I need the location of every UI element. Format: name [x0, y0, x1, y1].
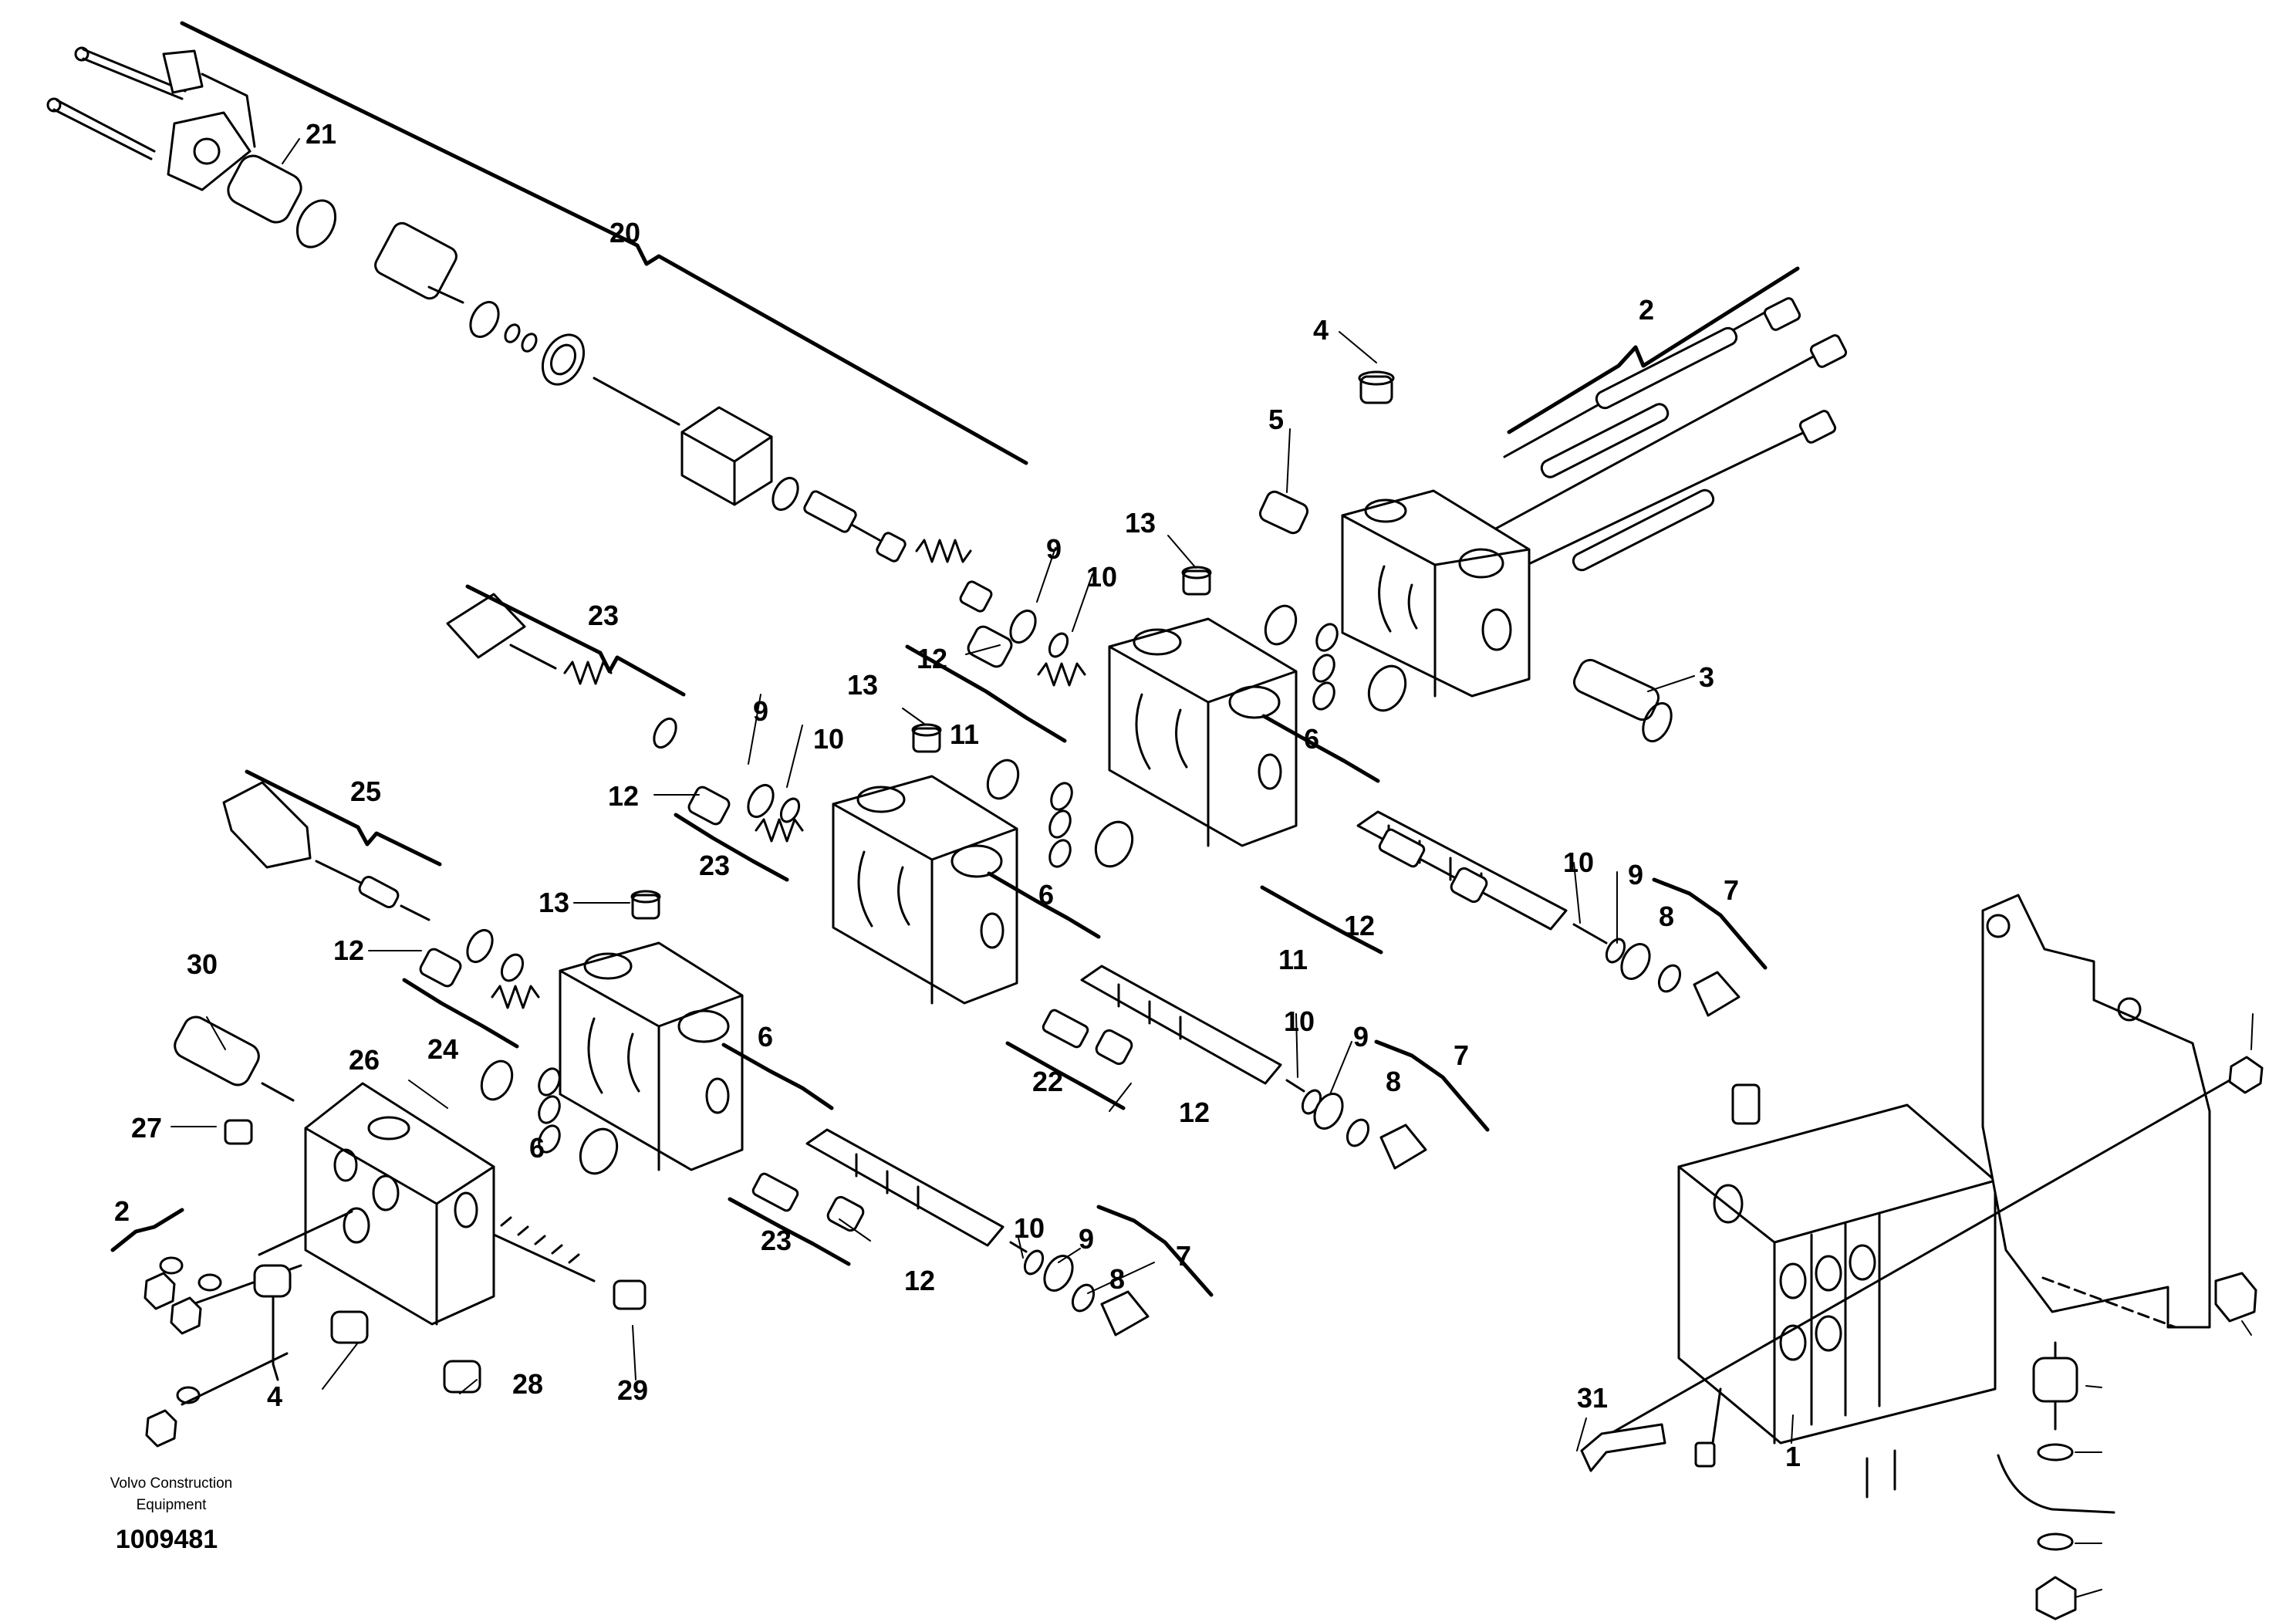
- callout-4-left: 4: [267, 1380, 282, 1412]
- solenoid-group-15: [46, 46, 1069, 658]
- callout-12-low: 12: [333, 934, 364, 966]
- callout-9-mid2: 9: [1353, 1021, 1369, 1053]
- callout-16: 22: [1032, 1066, 1063, 1097]
- company-name-line1: Volvo Construction: [110, 1475, 232, 1492]
- callout-21: 25: [350, 776, 381, 807]
- callout-11-right: 11: [1278, 944, 1308, 975]
- callout-6-mid2: 6: [758, 1021, 773, 1053]
- callout-20: 24: [427, 1033, 458, 1065]
- callout-10-mid2: 10: [1284, 1005, 1315, 1037]
- callout-23-left: 27: [131, 1112, 162, 1144]
- callout-23-right: 29: [617, 1374, 648, 1406]
- callout-5: 5: [1268, 404, 1284, 435]
- callout-23-bottom: 28: [512, 1368, 543, 1400]
- drawing-number: 1009481: [116, 1525, 218, 1554]
- callout-14: 20: [609, 217, 640, 248]
- callout-12-mid: 12: [608, 780, 639, 812]
- valve-section-middle: [446, 593, 1427, 1170]
- callout-10-low: 10: [1014, 1212, 1045, 1244]
- callout-12-top: 12: [917, 643, 947, 674]
- callout-25: 31: [1577, 1382, 1608, 1414]
- callout-9-top: 9: [1046, 533, 1062, 565]
- callout-11-mid: 11: [950, 718, 979, 750]
- callout-6-mid: 6: [1038, 879, 1054, 911]
- callout-10-right: 10: [1563, 846, 1594, 878]
- callout-2-top: 2: [1639, 294, 1654, 326]
- callout-6-low: 6: [529, 1132, 545, 1164]
- callout-18: 23: [588, 600, 619, 631]
- callout-7-mid: 7: [1454, 1039, 1469, 1071]
- end-section-left: [144, 1015, 647, 1448]
- callouts: 21 20 2 4 5 3 13 9 10 12 23 13 11 9 10 1…: [114, 118, 1801, 1472]
- callout-1: 1: [1785, 1441, 1801, 1472]
- callout-24: 30: [187, 948, 218, 980]
- callout-8-top: 8: [1659, 901, 1674, 932]
- valve-section-lower: [222, 781, 1150, 1336]
- callout-6-top: 6: [1304, 723, 1319, 755]
- callout-8-mid: 8: [1386, 1066, 1401, 1097]
- leader-lines: [171, 138, 2254, 1598]
- mounting-bracket-27: [1580, 894, 2264, 1620]
- callout-19: 23: [761, 1225, 792, 1256]
- group-braces: [110, 21, 1800, 1381]
- callout-10-top: 10: [1086, 561, 1117, 593]
- callout-13-low: 13: [539, 887, 569, 918]
- callout-17: 23: [699, 850, 730, 881]
- callout-8-low: 8: [1109, 1263, 1125, 1295]
- callout-13-mid: 13: [847, 669, 878, 701]
- callout-9-right: 9: [1628, 859, 1643, 890]
- valve-section-upper: [967, 566, 1741, 1017]
- callout-22: 26: [349, 1044, 380, 1076]
- callout-12-right: 12: [1344, 910, 1375, 941]
- callout-13-top: 13: [1125, 507, 1156, 539]
- callout-7-top: 7: [1724, 874, 1739, 906]
- callout-3: 3: [1699, 661, 1714, 693]
- callout-12-mid2: 12: [1179, 1097, 1210, 1128]
- assembled-valve: [1677, 1083, 1997, 1499]
- callout-2-left: 2: [114, 1195, 130, 1227]
- callout-4-top: 4: [1313, 314, 1329, 346]
- callout-10-mid: 10: [813, 723, 844, 755]
- company-name-line2: Equipment: [137, 1497, 208, 1513]
- callout-9-low: 9: [1079, 1223, 1094, 1255]
- callout-12-low2: 12: [904, 1265, 935, 1296]
- end-section-right: [1258, 297, 1848, 743]
- callout-15: 21: [306, 118, 336, 150]
- callout-9-mid: 9: [753, 695, 768, 727]
- drawing-footer: Volvo Construction Equipment 1009481: [110, 1475, 232, 1554]
- callout-7-low: 7: [1176, 1240, 1191, 1272]
